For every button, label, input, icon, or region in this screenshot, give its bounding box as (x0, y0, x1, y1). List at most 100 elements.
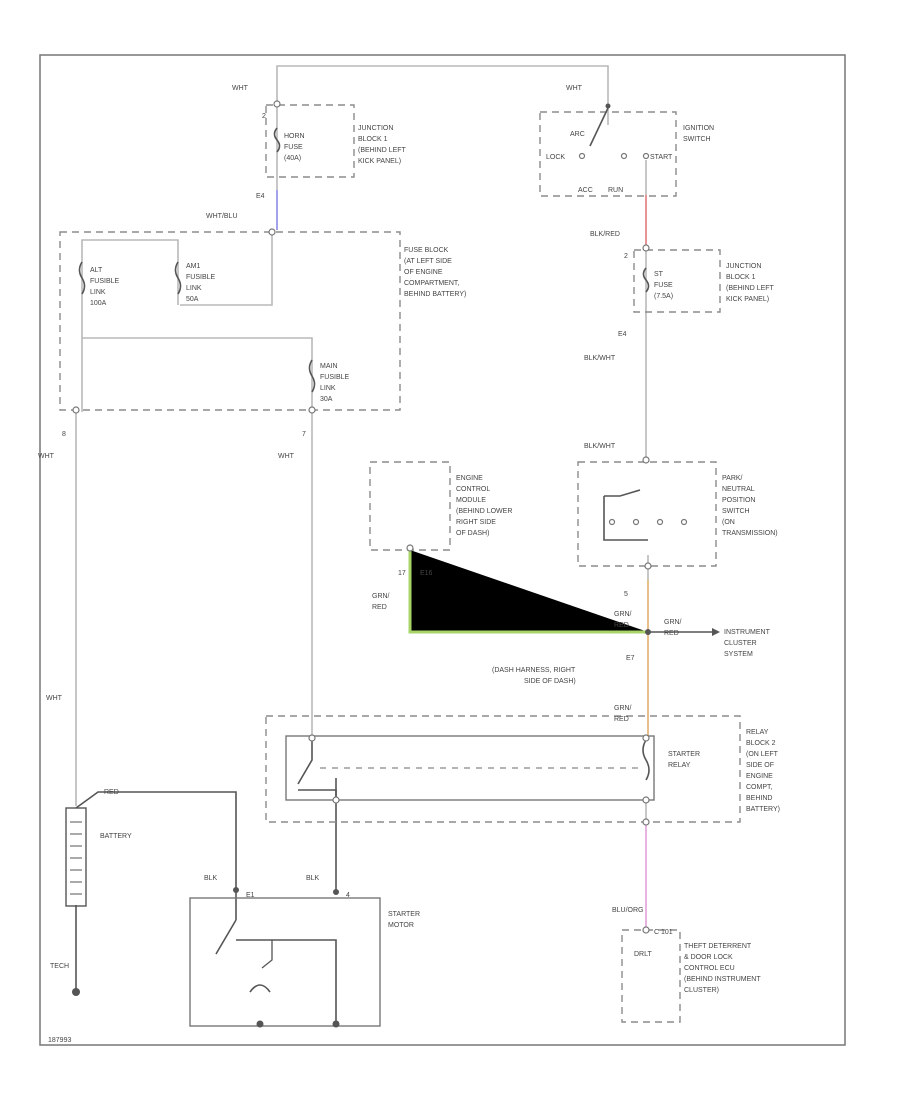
pin-2b: 2 (624, 253, 628, 260)
pin-7: 7 (302, 431, 306, 438)
alt-link-label-4: 100A (90, 300, 107, 307)
labels: JUNCTION BLOCK 1 (BEHIND LEFT KICK PANEL… (38, 85, 780, 1044)
am1-link-label-2: FUSIBLE (186, 274, 216, 281)
alt-link-label-1: ALT (90, 267, 103, 274)
relay-contact-icon (297, 740, 313, 785)
pnp-label-3: POSITION (722, 497, 755, 504)
pnp-label-6: TRANSMISSION) (722, 530, 778, 537)
relay-block-label-4: SIDE OF (746, 762, 774, 769)
wire-label-blk-1: BLK (204, 875, 218, 882)
st-fuse-label-3: (7.5A) (654, 293, 673, 300)
ecm-label-3: MODULE (456, 497, 486, 504)
jb1-top-label-1: JUNCTION (358, 125, 393, 132)
starter-solenoid-contact-icon (215, 919, 237, 955)
ign-pos-arc: ARC (570, 131, 585, 138)
pin-c101: C 101 (654, 929, 673, 936)
theft-ecu-label-2: & DOOR LOCK (684, 954, 733, 961)
ecm-label-6: OF DASH) (456, 530, 489, 537)
wire-label-blk-wht-2: BLK/WHT (584, 443, 616, 450)
wire-label-wht-mid: WHT (278, 453, 295, 460)
main-link-label-4: 30A (320, 396, 333, 403)
wire-label-grn-red-3a: GRN/ (664, 619, 682, 626)
ign-label-2: SWITCH (683, 136, 711, 143)
pin-2a: 2 (262, 113, 266, 120)
pin-e16: E16 (420, 570, 433, 577)
wire-label-wht-low: WHT (46, 695, 63, 702)
battery-icon (65, 807, 87, 907)
ign-pos-lock: LOCK (546, 154, 565, 161)
jb1-st-label-4: KICK PANEL) (726, 296, 769, 303)
diagram-id: 187993 (48, 1037, 71, 1044)
wire-label-wht-1: WHT (232, 85, 249, 92)
relay-block-label-2: BLOCK 2 (746, 740, 776, 747)
pnp-label-1: PARK/ (722, 475, 743, 482)
component-boxes (59, 104, 741, 1027)
theft-ecu-label-1: THEFT DETERRENT (684, 943, 752, 950)
wire-label-grn-red-4a: GRN/ (614, 705, 632, 712)
relay-block-label-6: COMPT, (746, 784, 773, 791)
jb1-top-label-2: BLOCK 1 (358, 136, 388, 143)
relay-block-label-3: (ON LEFT (746, 751, 779, 758)
relay-block-label-5: ENGINE (746, 773, 773, 780)
wire-label-wht-blu: WHT/BLU (206, 213, 238, 220)
cluster-label-1: INSTRUMENT (724, 629, 771, 636)
am1-link-label-1: AM1 (186, 263, 201, 270)
st-fuse-label-1: ST (654, 271, 664, 278)
ign-pos-start: START (650, 154, 673, 161)
cluster-label-3: SYSTEM (724, 651, 753, 658)
symbols (65, 100, 688, 1028)
starter-motor-label-1: STARTER (388, 911, 420, 918)
splice-dot (645, 629, 651, 635)
wire-label-grn-red-4b: RED (614, 716, 629, 723)
pin-8: 8 (62, 431, 66, 438)
relay-block-label-8: BATTERY) (746, 806, 780, 813)
jb1-top-label-3: (BEHIND LEFT (358, 147, 407, 154)
pnp-label-2: NEUTRAL (722, 486, 755, 493)
alt-link-label-3: LINK (90, 289, 106, 296)
wire-label-grn-red-3b: RED (664, 630, 679, 637)
am1-link-label-4: 50A (186, 296, 199, 303)
pin-17: 17 (398, 570, 406, 577)
ecm-label-2: CONTROL (456, 486, 490, 493)
horn-fuse-label-3: (40A) (284, 155, 301, 162)
ecm-label-1: ENGINE (456, 475, 483, 482)
wire-label-blk-wht-1: BLK/WHT (584, 355, 616, 362)
pin-e4b: E4 (618, 331, 627, 338)
wire-grn-red-green (408, 550, 648, 634)
wire-label-blu-org: BLU/ORG (612, 907, 644, 914)
wire-label-grn-red-2b: RED (614, 622, 629, 629)
pin-5: 5 (624, 591, 628, 598)
theft-ecu-label-5: CLUSTER) (684, 987, 719, 994)
wires (75, 65, 720, 990)
fuse-block-label-3: OF ENGINE (404, 269, 443, 276)
cluster-label-2: CLUSTER (724, 640, 757, 647)
ecm-label-5: RIGHT SIDE (456, 519, 496, 526)
arrow-icon (712, 628, 720, 636)
theft-ecu-pin: DRLT (634, 951, 652, 958)
am1-link-label-3: LINK (186, 285, 202, 292)
theft-ecu-label-3: CONTROL ECU (684, 965, 735, 972)
fuse-block-label-5: BEHIND BATTERY) (404, 291, 466, 298)
fuse-block-label-1: FUSE BLOCK (404, 247, 449, 254)
pin-e1: E1 (246, 892, 255, 899)
am1-link-icon (174, 261, 182, 295)
battery-label: BATTERY (100, 833, 132, 840)
ign-label-1: IGNITION (683, 125, 714, 132)
ign-pos-run: RUN (608, 187, 623, 194)
horn-fuse-icon (273, 127, 281, 153)
pin-e4: E4 (256, 193, 265, 200)
jb1-st-label-3: (BEHIND LEFT (726, 285, 775, 292)
ecm-label-4: (BEHIND LOWER (456, 508, 512, 515)
relay-coil-icon (642, 739, 650, 781)
jb1-top-label-4: KICK PANEL) (358, 158, 401, 165)
starter-motor-label-2: MOTOR (388, 922, 414, 929)
fuse-block-label-2: (AT LEFT SIDE (404, 258, 452, 265)
main-link-label-1: MAIN (320, 363, 338, 370)
wire-label-red: RED (104, 789, 119, 796)
pnp-label-4: SWITCH (722, 508, 750, 515)
relay-block-label-1: RELAY (746, 729, 769, 736)
pnp-contact-icon (604, 489, 641, 497)
st-fuse-icon (642, 267, 650, 293)
theft-ecu-label-4: (BEHIND INSTRUMENT (684, 976, 761, 983)
